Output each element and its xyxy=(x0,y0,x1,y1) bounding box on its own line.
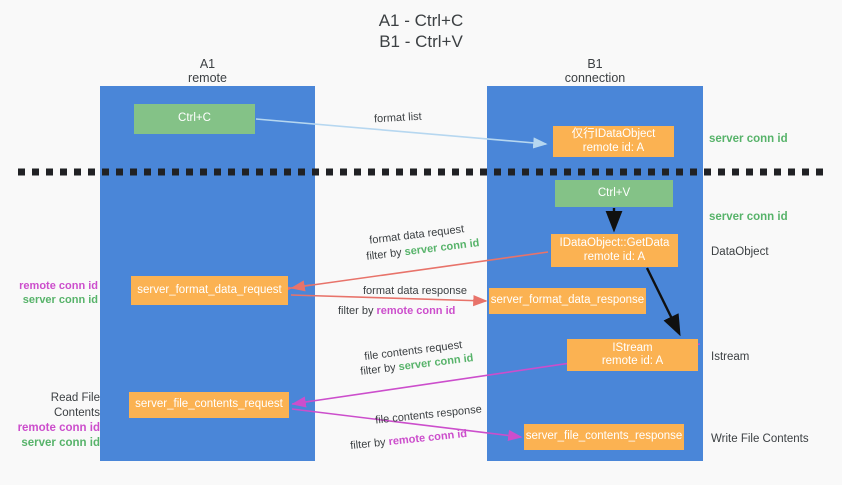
label-file-contents-response-filter-prefix: filter by xyxy=(349,436,390,453)
box-idataobject-line1: 仅行IDataObject xyxy=(571,128,656,140)
left-note-remote-conn-id-1: remote conn id xyxy=(19,280,98,292)
column-header-a1: A1 remote xyxy=(100,57,315,85)
column-header-b1: B1 connection xyxy=(487,57,703,85)
box-getdata-line2: remote id: A xyxy=(583,250,646,263)
label-format-data-request-filter-prefix: filter by xyxy=(365,246,406,263)
title-line-2: B1 - Ctrl+V xyxy=(379,32,463,51)
left-note-server-conn-id-2: server conn id xyxy=(21,437,100,449)
note-server-conn-id-mid: server conn id xyxy=(709,211,788,223)
note-istream: Istream xyxy=(711,351,750,363)
left-note-read-file-contents: Read File Contents xyxy=(50,392,100,419)
label-file-contents-response: file contents response xyxy=(374,403,483,427)
box-server-format-data-response[interactable]: server_format_data_response xyxy=(489,288,646,314)
box-idataobject[interactable]: 仅行IDataObject remote id: A xyxy=(553,126,674,157)
label-format-data-response-filter: filter by remote conn id xyxy=(338,304,455,318)
column-b1-role: connection xyxy=(564,71,626,85)
box-server-file-contents-response-label: server_file_contents_response xyxy=(525,430,683,443)
box-istream[interactable]: IStream remote id: A xyxy=(567,339,698,371)
column-b1-name: B1 xyxy=(587,57,603,71)
box-server-format-data-request-label: server_format_data_request xyxy=(137,283,282,296)
left-note-server-conn-id-1: server conn id xyxy=(22,294,98,306)
column-a1-name: A1 xyxy=(199,57,216,71)
box-getdata-line1: IDataObject::GetData xyxy=(559,237,670,249)
note-server-conn-id-top: server conn id xyxy=(709,133,788,145)
label-file-contents-response-filter: filter by remote conn id xyxy=(350,427,468,453)
box-server-file-contents-response[interactable]: server_file_contents_response xyxy=(524,424,684,450)
box-server-format-data-request[interactable]: server_format_data_request xyxy=(131,276,288,305)
box-ctrl-v-label: Ctrl+V xyxy=(597,186,631,199)
label-format-data-response: format data response xyxy=(363,285,467,297)
column-a1-role: remote xyxy=(188,71,227,85)
title-line-1: A1 - Ctrl+C xyxy=(378,11,464,30)
box-server-file-contents-request-label: server_file_contents_request xyxy=(135,398,283,411)
note-write-file-contents: Write File Contents xyxy=(711,433,809,445)
left-note-remote-conn-id-2: remote conn id xyxy=(17,422,100,434)
label-format-data-response-filter-value: remote conn id xyxy=(376,305,456,317)
box-idataobject-line2: remote id: A xyxy=(582,141,645,154)
page-title: A1 - Ctrl+C B1 - Ctrl+V xyxy=(0,10,842,52)
box-ctrl-v[interactable]: Ctrl+V xyxy=(555,180,673,207)
label-format-data-response-filter-prefix: filter by xyxy=(338,305,377,317)
label-format-list: format list xyxy=(373,110,422,126)
box-getdata[interactable]: IDataObject::GetData remote id: A xyxy=(551,234,678,267)
label-file-contents-request-filter-prefix: filter by xyxy=(359,361,400,378)
left-note-conn-ids-1: remote conn id server conn id xyxy=(8,279,98,307)
box-istream-line1: IStream xyxy=(612,341,653,354)
box-server-format-data-response-label: server_format_data_response xyxy=(490,294,645,307)
left-note-conn-ids-2: Read File Contents remote conn id server… xyxy=(4,391,100,451)
box-ctrl-c[interactable]: Ctrl+C xyxy=(134,104,255,134)
box-istream-line2: remote id: A xyxy=(601,355,664,367)
label-file-contents-response-filter-value: remote conn id xyxy=(387,427,468,449)
box-server-file-contents-request[interactable]: server_file_contents_request xyxy=(129,392,289,418)
box-ctrl-c-label: Ctrl+C xyxy=(178,112,211,125)
note-data-object: DataObject xyxy=(711,246,769,258)
